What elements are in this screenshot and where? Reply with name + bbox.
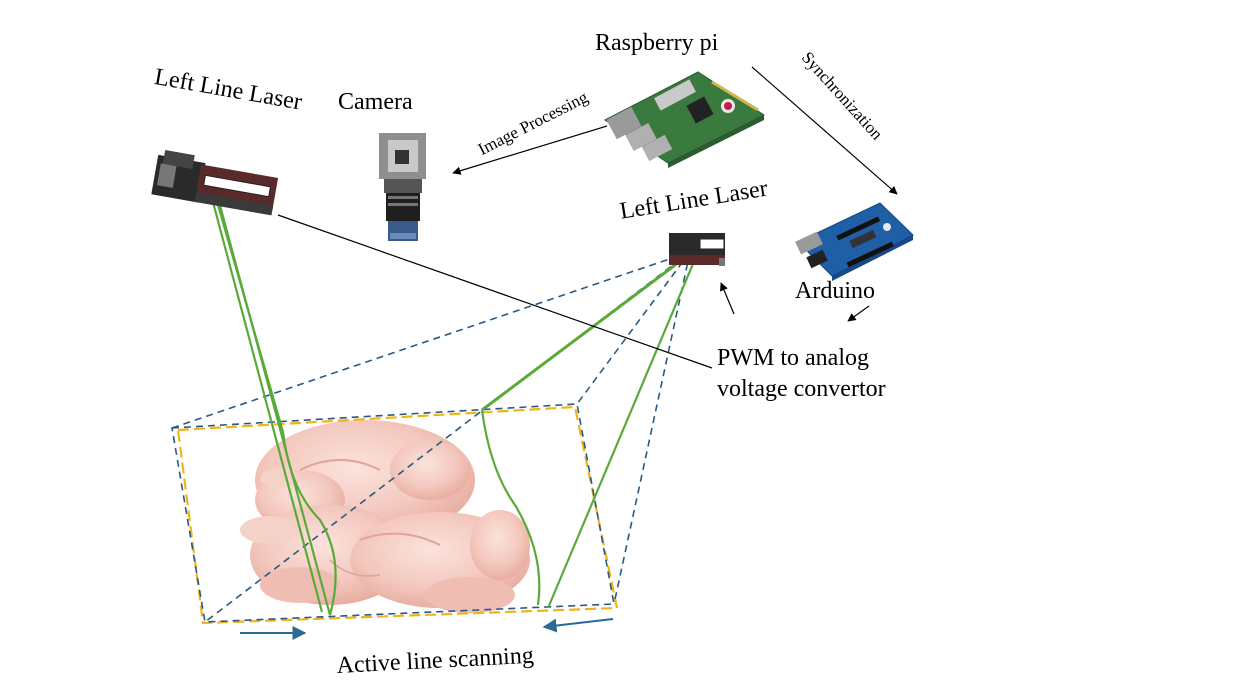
- pwm-connection-line: [277, 214, 713, 369]
- arduino-label: Arduino: [795, 278, 875, 304]
- laser-module-icon: [669, 233, 725, 266]
- pwm-converter-label-line2: voltage convertor: [717, 376, 886, 402]
- camera-icon: [379, 133, 426, 241]
- pwm-converter-label-line1: PWM to analog: [717, 345, 869, 371]
- scan-area-frame: [171, 403, 619, 625]
- scan-direction-arrows: [240, 618, 614, 640]
- raspberry-pi-label: Raspberry pi: [595, 30, 719, 56]
- laser-module-icon: [151, 149, 279, 216]
- arduino-board-icon: [795, 202, 914, 281]
- raspberry-pi-board-icon: [604, 71, 766, 168]
- camera-label: Camera: [338, 89, 413, 115]
- laser-beams: [203, 167, 700, 616]
- chicken-carcass-image: [240, 420, 530, 613]
- flow-arrows: [452, 66, 898, 322]
